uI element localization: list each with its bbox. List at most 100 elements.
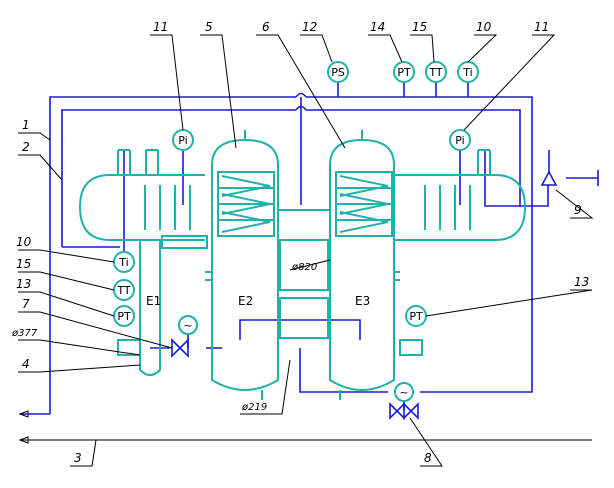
pt-left-label: PT [117, 310, 131, 323]
drum-stub-1 [117, 149, 131, 175]
leader-d219 [240, 359, 291, 415]
valve-7-actuator-symbol: ~ [183, 319, 192, 332]
callout-leaders [18, 34, 594, 467]
callout-4: 4 [22, 357, 30, 371]
leader-d377 [18, 339, 141, 356]
outer-pipe-loop [49, 96, 533, 414]
pi-right-bubble [449, 129, 471, 151]
outlet-arrow [18, 410, 29, 418]
inner-pipe-loop [61, 109, 521, 247]
callout-9: 9 [574, 203, 582, 217]
leader-8 [409, 417, 443, 467]
side-flanges [205, 271, 400, 281]
dim-820-leader [289, 259, 331, 271]
leader-12 [300, 34, 333, 63]
leader-13-left [18, 291, 115, 317]
callout-11-left: 11 [153, 20, 168, 34]
callout-10-left: 10 [16, 235, 32, 249]
callout-15-top: 15 [412, 20, 427, 34]
dim-820: ø820 [291, 262, 317, 273]
leader-1 [18, 132, 51, 141]
label-e2: E2 [238, 294, 253, 308]
dim-377: ø377 [11, 328, 38, 339]
callout-6: 6 [262, 20, 270, 34]
callout-13-right: 13 [574, 275, 589, 289]
callout-13-left: 13 [16, 277, 31, 291]
callout-7: 7 [22, 297, 30, 311]
pi-taps [182, 150, 461, 205]
leader-3 [70, 439, 97, 467]
pi-left-label: Pi [178, 134, 187, 147]
tt-top-label: TT [428, 66, 443, 79]
tt-top-bubble [425, 61, 447, 83]
leader-6 [256, 34, 346, 149]
leader-10-top [467, 34, 498, 63]
blue-piping [20, 80, 599, 415]
valve-7-body [171, 338, 189, 358]
vessel-e3 [329, 138, 395, 391]
leader-11-right [463, 34, 556, 131]
callout-12: 12 [302, 20, 317, 34]
ti-left-label: Ti [118, 256, 128, 269]
pt-right-label: PT [409, 310, 423, 323]
top-instrument-taps [337, 80, 469, 97]
vessels [78, 130, 527, 400]
leader-10-left [18, 249, 115, 263]
valve-7-actuator [178, 315, 198, 335]
leader-13-right [425, 289, 593, 317]
leader-11-left [150, 34, 184, 131]
leader-2 [18, 154, 63, 181]
exchanger-left-coil [218, 175, 274, 233]
valve-8-actuator [394, 382, 414, 402]
drum-stub-2 [145, 149, 159, 175]
ps-bubble [327, 61, 349, 83]
center-junction [279, 239, 329, 291]
callout-numbers: 11 5 6 12 14 15 10 11 1 2 10 15 13 7 ø37… [11, 20, 589, 465]
top-nozzles [244, 130, 363, 140]
leader-5 [200, 34, 237, 149]
bottom-nozzles [261, 390, 341, 400]
callout-1: 1 [22, 118, 30, 132]
drum-stub-3 [477, 149, 491, 175]
pt-top-bubble [393, 61, 415, 83]
safety-valve-9 [540, 170, 558, 186]
left-drum [78, 174, 205, 241]
leader-15-left [18, 271, 115, 291]
vessel-e1 [139, 240, 161, 376]
callout-10-top: 10 [476, 20, 492, 34]
callout-3: 3 [74, 451, 82, 465]
pt-top-label: PT [397, 66, 411, 79]
callout-14: 14 [370, 20, 385, 34]
tt-left-label: TT [116, 284, 131, 297]
leader-9 [555, 189, 594, 219]
safety-valve-line [520, 185, 549, 207]
e1-connector [161, 235, 208, 249]
label-e3: E3 [355, 294, 370, 308]
exchanger-right-coil [336, 175, 392, 233]
vessel-e2 [211, 138, 279, 391]
interconnect-pipe [239, 319, 361, 340]
callout-2: 2 [22, 140, 30, 154]
ps-label: PS [331, 66, 345, 79]
e3-base [399, 339, 423, 356]
center-lower-junction [279, 297, 329, 339]
leader-14 [368, 34, 403, 63]
callout-15-left: 15 [16, 257, 31, 271]
ti-top-label: Ti [462, 66, 472, 79]
instrument-bubbles: PS PT TT Ti Pi Pi Ti TT PT PT ~ ~ [113, 61, 479, 402]
leader-15-top [410, 34, 435, 63]
safety-valve-vent [566, 170, 599, 186]
callout-5: 5 [205, 20, 213, 34]
dim-219: ø219 [241, 402, 267, 413]
pipe-crossover [295, 92, 307, 98]
label-e1: E1 [146, 294, 161, 308]
leader-7 [18, 311, 173, 349]
valve-8-actuator-symbol: ~ [399, 386, 408, 399]
pi-right-label: Pi [455, 134, 464, 147]
leader-4 [18, 364, 141, 373]
callout-8: 8 [424, 451, 432, 465]
e1-base [117, 339, 141, 356]
drum-internals [144, 185, 471, 230]
return-arrow [18, 436, 29, 444]
